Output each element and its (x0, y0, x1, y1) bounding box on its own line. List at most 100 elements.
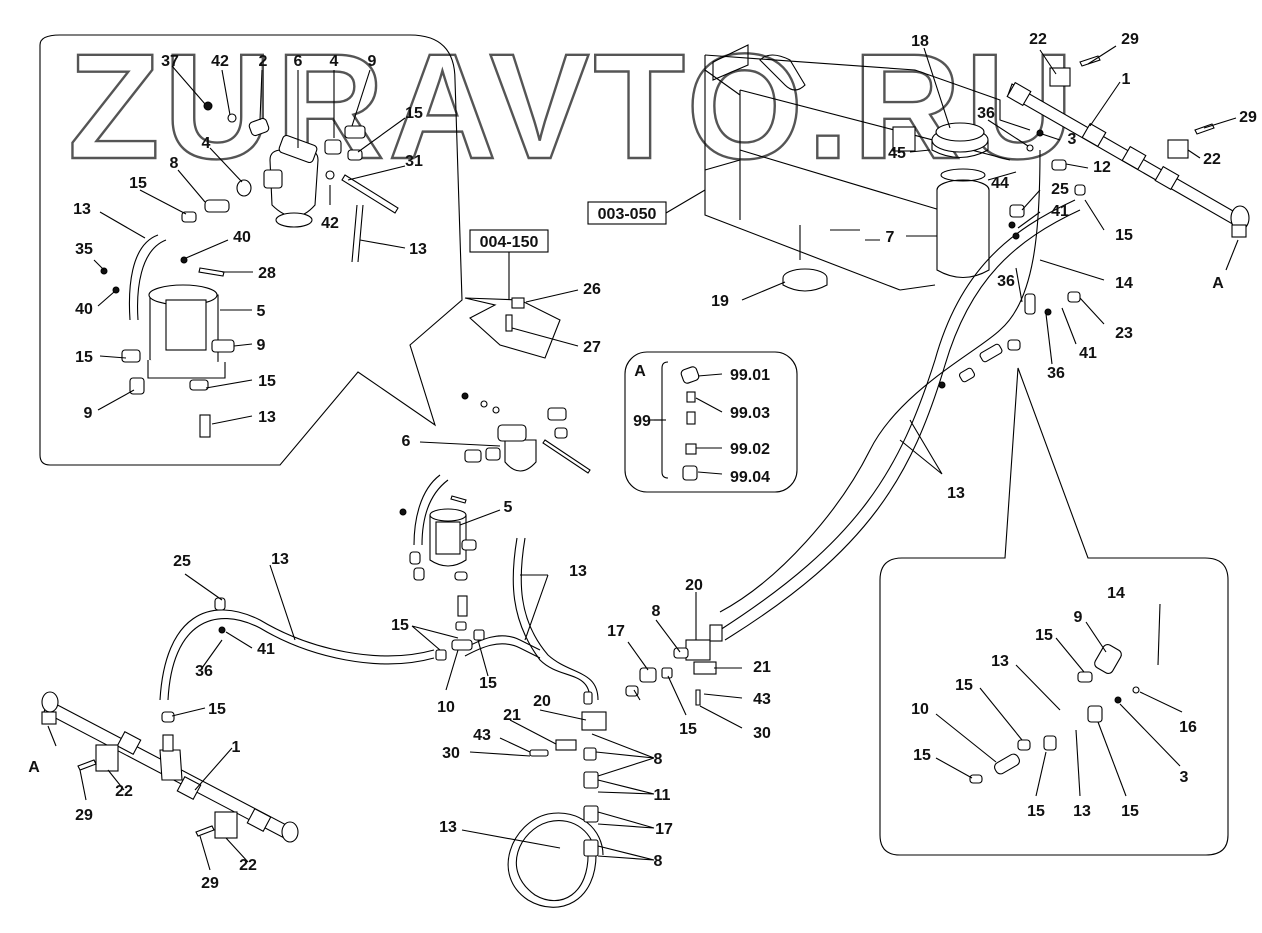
label-41[interactable]: 41 (1079, 345, 1097, 362)
label-25[interactable]: 25 (1051, 181, 1069, 198)
label-5[interactable]: 5 (504, 499, 513, 516)
label-44[interactable]: 44 (991, 175, 1009, 192)
label-36[interactable]: 36 (997, 273, 1015, 290)
label-5[interactable]: 5 (257, 303, 266, 320)
label-45[interactable]: 45 (888, 145, 906, 162)
label-8[interactable]: 8 (654, 751, 663, 768)
label-13[interactable]: 13 (73, 201, 91, 218)
label-14[interactable]: 14 (1115, 275, 1133, 292)
label-3[interactable]: 3 (1068, 131, 1077, 148)
label-20[interactable]: 20 (685, 577, 703, 594)
label-22[interactable]: 22 (1029, 31, 1047, 48)
label-13[interactable]: 13 (409, 241, 427, 258)
label-29[interactable]: 29 (1239, 109, 1257, 126)
label-12[interactable]: 12 (1093, 159, 1111, 176)
label-36[interactable]: 36 (1047, 365, 1065, 382)
label-43[interactable]: 43 (473, 727, 491, 744)
label-15[interactable]: 15 (391, 617, 409, 634)
label-40[interactable]: 40 (233, 229, 251, 246)
label-99-02[interactable]: 99.02 (730, 441, 770, 458)
label-22[interactable]: 22 (1203, 151, 1221, 168)
label-1[interactable]: 1 (232, 739, 241, 756)
label-36[interactable]: 36 (977, 105, 995, 122)
label-3[interactable]: 3 (1180, 769, 1189, 786)
label-15[interactable]: 15 (1121, 803, 1139, 820)
label-11[interactable]: 11 (654, 787, 671, 804)
label-10[interactable]: 10 (437, 699, 455, 716)
label-13[interactable]: 13 (1073, 803, 1091, 820)
label-28[interactable]: 28 (258, 265, 276, 282)
label-41[interactable]: 41 (1051, 203, 1069, 220)
label-13[interactable]: 13 (947, 485, 965, 502)
label-22[interactable]: 22 (115, 783, 133, 800)
label-15[interactable]: 15 (479, 675, 497, 692)
label-15[interactable]: 15 (679, 721, 697, 738)
label-7[interactable]: 7 (886, 229, 895, 246)
detail-a-letter[interactable]: A (634, 363, 646, 380)
label-6[interactable]: 6 (294, 53, 303, 70)
label-29[interactable]: 29 (75, 807, 93, 824)
label-99-01[interactable]: 99.01 (730, 367, 770, 384)
label-25[interactable]: 25 (173, 553, 191, 570)
label-15[interactable]: 15 (129, 175, 147, 192)
label-A[interactable]: A (28, 759, 40, 776)
label-6[interactable]: 6 (402, 433, 411, 450)
label-13[interactable]: 13 (991, 653, 1009, 670)
label-40[interactable]: 40 (75, 301, 93, 318)
label-27[interactable]: 27 (583, 339, 601, 356)
label-9[interactable]: 9 (257, 337, 266, 354)
label-31[interactable]: 31 (405, 153, 423, 170)
label-19[interactable]: 19 (711, 293, 729, 310)
label-99-04[interactable]: 99.04 (730, 469, 770, 486)
label-9[interactable]: 9 (1074, 609, 1083, 626)
detail-group-99[interactable]: 99 (633, 413, 651, 430)
label-8[interactable]: 8 (652, 603, 661, 620)
label-37[interactable]: 37 (161, 53, 179, 70)
label-30[interactable]: 30 (442, 745, 460, 762)
label-10[interactable]: 10 (911, 701, 929, 718)
label-13[interactable]: 13 (439, 819, 457, 836)
label-41[interactable]: 41 (257, 641, 275, 658)
label-30[interactable]: 30 (753, 725, 771, 742)
label-1[interactable]: 1 (1122, 71, 1131, 88)
label-4[interactable]: 4 (202, 135, 211, 152)
label-21[interactable]: 21 (753, 659, 771, 676)
label-22[interactable]: 22 (239, 857, 257, 874)
label-8[interactable]: 8 (654, 853, 663, 870)
label-15[interactable]: 15 (1035, 627, 1053, 644)
label-9[interactable]: 9 (368, 53, 377, 70)
label-15[interactable]: 15 (208, 701, 226, 718)
label-99-03[interactable]: 99.03 (730, 405, 770, 422)
label-18[interactable]: 18 (911, 33, 929, 50)
label-35[interactable]: 35 (75, 241, 93, 258)
label-15[interactable]: 15 (258, 373, 276, 390)
label-36[interactable]: 36 (195, 663, 213, 680)
label-43[interactable]: 43 (753, 691, 771, 708)
label-15[interactable]: 15 (1115, 227, 1133, 244)
label-17[interactable]: 17 (607, 623, 625, 640)
label-2[interactable]: 2 (259, 53, 268, 70)
label-15[interactable]: 15 (75, 349, 93, 366)
label-8[interactable]: 8 (170, 155, 179, 172)
label-29[interactable]: 29 (201, 875, 219, 892)
label-26[interactable]: 26 (583, 281, 601, 298)
label-42[interactable]: 42 (211, 53, 229, 70)
label-23[interactable]: 23 (1115, 325, 1133, 342)
label-15[interactable]: 15 (405, 105, 423, 122)
label-15[interactable]: 15 (913, 747, 931, 764)
label-15[interactable]: 15 (1027, 803, 1045, 820)
label-15[interactable]: 15 (955, 677, 973, 694)
label-14[interactable]: 14 (1107, 585, 1125, 602)
label-17[interactable]: 17 (655, 821, 673, 838)
label-4[interactable]: 4 (330, 53, 339, 70)
label-9[interactable]: 9 (84, 405, 93, 422)
label-13[interactable]: 13 (258, 409, 276, 426)
label-21[interactable]: 21 (503, 707, 521, 724)
label-20[interactable]: 20 (533, 693, 551, 710)
label-13[interactable]: 13 (569, 563, 587, 580)
label-16[interactable]: 16 (1179, 719, 1197, 736)
label-A[interactable]: A (1212, 275, 1224, 292)
label-42[interactable]: 42 (321, 215, 339, 232)
label-29[interactable]: 29 (1121, 31, 1139, 48)
label-13[interactable]: 13 (271, 551, 289, 568)
